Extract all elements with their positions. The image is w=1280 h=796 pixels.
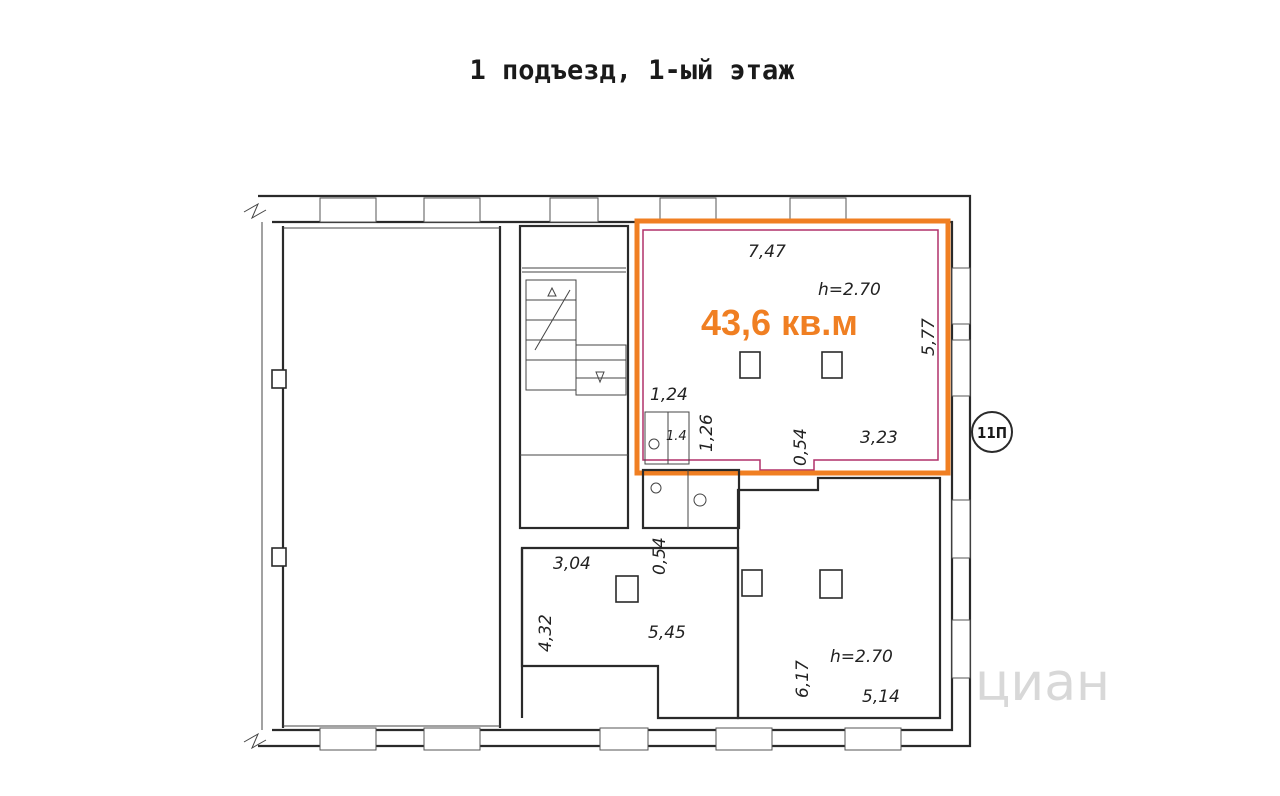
dimension-labels: 7,47 h=2.70 5,77 1,24 1.4 1,26 0,54 3,23… xyxy=(536,242,939,707)
windows-bottom xyxy=(319,727,902,751)
window xyxy=(844,727,902,751)
dim-main-wall-c: 0,54 xyxy=(791,428,811,466)
highlight-frame xyxy=(634,218,951,476)
column-left-1 xyxy=(271,369,287,389)
dim-main-wall-d: 3,23 xyxy=(860,428,898,448)
break-mark-top xyxy=(243,202,267,220)
column-left-2 xyxy=(271,547,287,567)
stair-direction-line xyxy=(534,289,571,351)
axis-label: 11П xyxy=(977,424,1007,442)
dim-right-height: h=2.70 xyxy=(830,647,893,667)
wc-number: 1.4 xyxy=(666,429,687,444)
column xyxy=(739,351,761,379)
window xyxy=(423,197,481,223)
axis-circle xyxy=(971,411,1013,453)
windows-right xyxy=(951,267,971,679)
wc-room xyxy=(644,411,690,465)
axis-marker: 11П xyxy=(971,411,1013,453)
window xyxy=(715,727,773,751)
unit-area-label: 43,6 кв.м xyxy=(701,302,858,343)
window xyxy=(951,339,971,397)
window xyxy=(951,619,971,679)
sanitary-room xyxy=(641,468,741,530)
window xyxy=(951,499,971,559)
dim-left-depth: 4,32 xyxy=(536,614,556,652)
dim-main-width: 7,47 xyxy=(748,242,786,262)
dim-main-depth: 5,77 xyxy=(919,318,939,356)
arrow-down-icon xyxy=(595,371,605,384)
watermark-text: циан xyxy=(975,653,1110,713)
windows-top xyxy=(319,197,847,223)
column xyxy=(821,351,843,379)
dim-left-width: 3,04 xyxy=(553,554,591,574)
window xyxy=(789,197,847,223)
stair-flight-left xyxy=(525,279,577,391)
dim-left-wall: 0,54 xyxy=(650,537,670,575)
window xyxy=(659,197,717,223)
column xyxy=(819,569,843,599)
column xyxy=(741,569,763,597)
plan-title: 1 подъезд, 1-ый этаж xyxy=(469,55,795,86)
sanitary-area xyxy=(641,438,741,530)
highlighted-unit xyxy=(634,218,951,476)
arrow-up-icon xyxy=(547,286,557,297)
office-right xyxy=(736,476,942,720)
dim-main-wall-a: 1,24 xyxy=(650,385,688,405)
dim-main-wall-b: 1,26 xyxy=(697,414,717,452)
stair-shaft xyxy=(518,224,630,530)
window xyxy=(319,727,377,751)
window xyxy=(423,727,481,751)
dim-right-depth: 6,17 xyxy=(793,660,813,698)
window xyxy=(549,197,599,223)
column xyxy=(615,575,639,603)
window xyxy=(319,197,377,223)
window xyxy=(951,267,971,325)
unit-wall xyxy=(642,229,939,471)
window xyxy=(599,727,649,751)
toilet-icon xyxy=(693,493,707,507)
stair-flight-right xyxy=(575,344,627,396)
toilet-icon xyxy=(648,438,660,450)
sink-icon xyxy=(650,482,662,494)
dim-right-width: 5,14 xyxy=(862,687,900,707)
break-mark-bottom xyxy=(243,732,267,750)
dim-main-height: h=2.70 xyxy=(818,280,881,300)
dim-left-length: 5,45 xyxy=(648,623,686,643)
stairwell xyxy=(518,224,630,530)
office-right-wall xyxy=(736,476,942,720)
